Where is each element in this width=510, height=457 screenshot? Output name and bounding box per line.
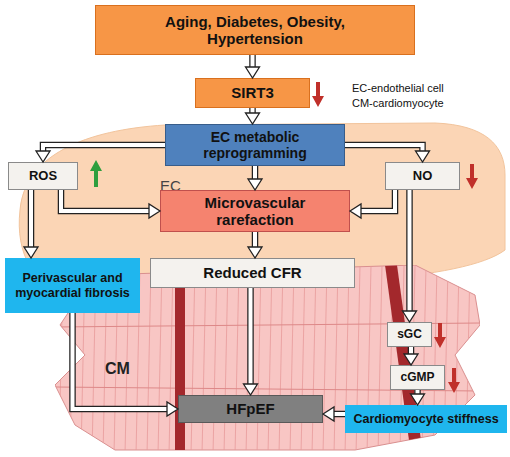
process-box: EC metabolic reprogramming	[165, 124, 345, 166]
factor-box: cGMP	[390, 365, 445, 390]
box-text: Reduced CFR	[203, 264, 301, 281]
key-note: EC-endothelial cell	[352, 82, 444, 94]
arrow-outline	[249, 108, 256, 113]
outcome-box: Perivascular and myocardial fibrosis	[5, 258, 140, 313]
box-text: Microvascular rarefaction	[181, 194, 329, 229]
arrow-body	[251, 108, 255, 113]
box-text: ROS	[29, 169, 57, 184]
outcome-box: Reduced CFR	[150, 258, 355, 288]
block-arrow	[246, 55, 260, 78]
process-box: Microvascular rarefaction	[160, 190, 350, 232]
protein-box: SIRT3	[195, 78, 310, 108]
block-arrow	[246, 108, 260, 124]
box-text: Cardiomyocyte stiffness	[353, 412, 498, 426]
arrow-outline	[249, 55, 256, 67]
disease-box: HFpEF	[178, 395, 323, 423]
arrow-head	[246, 67, 260, 78]
key-note: CM-cardiomyocyte	[352, 97, 444, 109]
decrease-arrow	[312, 82, 324, 107]
factor-box: ROS	[8, 162, 78, 190]
factor-box: NO	[385, 162, 460, 190]
region-label: CM	[105, 360, 130, 378]
outcome-box: Cardiomyocyte stiffness	[345, 405, 507, 433]
box-text: Aging, Diabetes, Obesity, Hypertension	[116, 13, 394, 48]
box-text: cGMP	[400, 371, 434, 385]
cause-box: Aging, Diabetes, Obesity, Hypertension	[95, 5, 415, 55]
box-text: sGC	[397, 328, 422, 342]
box-text: NO	[413, 169, 433, 184]
box-text: SIRT3	[231, 84, 274, 101]
box-text: HFpEF	[226, 400, 274, 417]
box-text: EC metabolic reprogramming	[174, 129, 336, 161]
arrow-body	[251, 55, 255, 67]
arrow-head	[246, 113, 260, 124]
factor-box: sGC	[387, 322, 432, 347]
box-text: Perivascular and myocardial fibrosis	[9, 271, 136, 300]
